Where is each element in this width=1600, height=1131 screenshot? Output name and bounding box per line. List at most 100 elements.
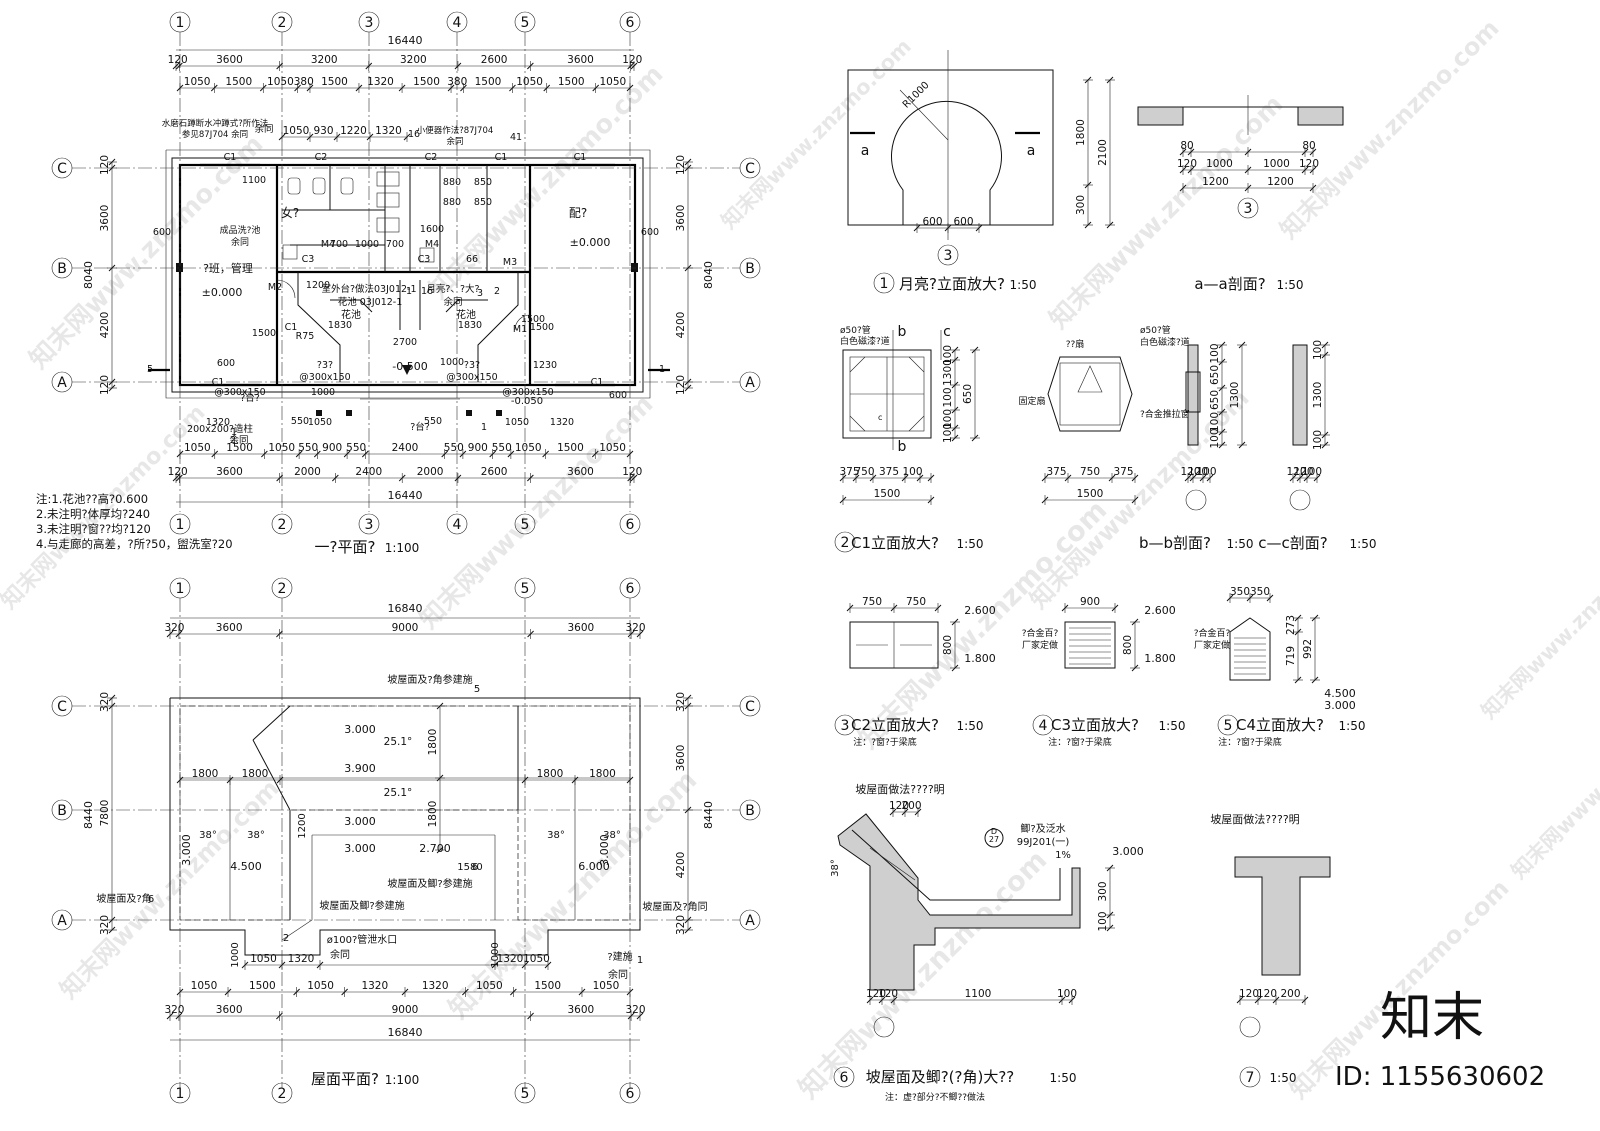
dbb-title: b—b剖面? [1139, 534, 1211, 552]
roof-left-total: 8440 [82, 801, 95, 829]
d5-lbl: ?合金百? [1194, 627, 1231, 639]
plan1-mark: R75 [296, 331, 315, 342]
plan1-mark: 880 [443, 177, 461, 188]
d2-v: 100 [942, 423, 954, 443]
d2-sec: c [943, 324, 951, 340]
d2-title: C1立面放大? [851, 534, 939, 552]
d5-note: 注：?窗?于梁底 [1218, 736, 1282, 748]
plan1-bsub: 550 [492, 442, 512, 454]
plan1-inner: 1220 [340, 125, 367, 137]
plan1-axis-row-bubble [739, 371, 761, 393]
roof-axis-col: 1 [176, 1086, 185, 1102]
d1-v2: 2100 [1097, 139, 1109, 166]
plan1-bspan: 3600 [216, 466, 243, 478]
d2-num: 2 [841, 535, 850, 551]
plan1-mark: M2 [268, 282, 282, 293]
roof-axis-col: 1 [176, 581, 185, 597]
plan1-note: 注:1.花池??高?0.600 [36, 492, 148, 506]
plan1-bspan: 3600 [567, 466, 594, 478]
roof-left: 320 [99, 692, 111, 712]
d6-h1: 200 [901, 800, 921, 812]
roof-mid: 1800 [242, 768, 269, 780]
daa-ref-bubble [1237, 197, 1259, 219]
plan1-mark: 200x200?造柱 [187, 423, 253, 435]
roof-small-dim: 1000 [490, 942, 501, 967]
plan1-bsub: 1050 [599, 442, 626, 454]
plan1-mark: 1 [406, 286, 412, 297]
roof-bsub: 1320 [361, 980, 388, 992]
detail-c1-window-alt [1047, 356, 1133, 432]
plan1-mark: 1500 [252, 328, 276, 339]
plan1-axis-row-bubble [51, 257, 73, 279]
plan1-sub: 1050 [184, 76, 211, 88]
d5-v: 719 [1285, 646, 1297, 666]
d6-h2: 1100 [965, 988, 992, 1000]
plan1-left: 120 [99, 375, 111, 395]
plan1-span: 120 [168, 54, 188, 66]
plan1-mark: ?台? [240, 392, 260, 404]
d2-v: 100 [942, 387, 954, 407]
plan1-axis-row: B [57, 261, 67, 277]
plan1-top-note: 余同 [446, 136, 463, 147]
d6-lbl: 3.000 [1112, 845, 1144, 858]
d1-v: 1800 [1075, 119, 1087, 146]
plan1-bspan: 120 [168, 466, 188, 478]
d6-lbl: 1% [1055, 850, 1071, 861]
daa-dims1: 80 [1302, 140, 1315, 152]
daa-dims2: 1000 [1206, 158, 1233, 170]
d4-lbl: ?合金百? [1022, 627, 1059, 639]
plan1-mark: 1500 [521, 314, 545, 325]
d2-vt: 650 [962, 384, 974, 404]
daa-dims3: 1200 [1202, 176, 1229, 188]
roof-level: 3.000 [180, 834, 193, 866]
roof-span: 9000 [392, 622, 419, 634]
d3-num-bubble [834, 714, 856, 736]
plan1-axis-col-bubble [358, 513, 380, 535]
roof-axis-col-bubble [619, 577, 641, 599]
d1-ref-bubble [937, 244, 959, 266]
plan1-mark: 5 [147, 364, 153, 375]
plan1-mark: @300x150 [214, 387, 265, 398]
d2-sec: b [898, 324, 907, 340]
plan1-span: 3200 [311, 54, 338, 66]
d6-title: 坡屋面及鲫?(?角)大?? [866, 1068, 1015, 1086]
d2-h: 375 [879, 466, 899, 478]
roof-total: 16840 [388, 602, 423, 615]
plan1-mark: 1320 [206, 417, 230, 428]
room-utility: 配? [569, 206, 587, 220]
roof-bspan: 3600 [567, 1004, 594, 1016]
d2-v: 1300 [942, 359, 954, 386]
plan1-total: 16440 [388, 34, 423, 47]
daa-dims3: 1200 [1267, 176, 1294, 188]
plan1-axis-col-bubble [169, 513, 191, 535]
roof-bspan: 3600 [216, 1004, 243, 1016]
roof-bsub1: 1320 [288, 953, 315, 965]
d3-lvl: 2.600 [964, 604, 996, 617]
room-female: 女? [281, 205, 299, 220]
plan1-axis-col: 4 [453, 517, 462, 533]
plan1-note: 2.未注明?体厚均?240 [36, 507, 150, 521]
d6-h2: 120 [866, 988, 886, 1000]
plan1-mark: 850 [474, 197, 492, 208]
plan1-sub: 1320 [367, 76, 394, 88]
d6-num-bubble [833, 1066, 855, 1088]
roof-axis-row-bubble [51, 695, 73, 717]
plan1-left-total: 8040 [82, 261, 95, 289]
d5-lbl: 厂家定做 [1194, 639, 1230, 651]
d6-h1: 120 [889, 800, 909, 812]
plan1-span: 3200 [400, 54, 427, 66]
d2-lbl: c [878, 413, 882, 422]
dbb-scale: 1:50 [1227, 537, 1254, 551]
d3-num: 3 [841, 718, 850, 734]
plan1-mark: ?台? [410, 421, 430, 433]
d6-lbl: 鲫?及泛水 [1020, 822, 1065, 835]
watermark-logo: 知末 [1380, 988, 1484, 1048]
roof-axis-col-bubble [619, 1082, 641, 1104]
plan1-title: 一?平面? [315, 538, 376, 556]
plan1-top-note: 水磨石蹲断水冲蹲式?所作法 [162, 118, 269, 129]
roof-axis-col-bubble [271, 1082, 293, 1104]
plan1-bspan: 2000 [294, 466, 321, 478]
d2b-h: 750 [1080, 466, 1100, 478]
roof-bsub: 1050 [476, 980, 503, 992]
